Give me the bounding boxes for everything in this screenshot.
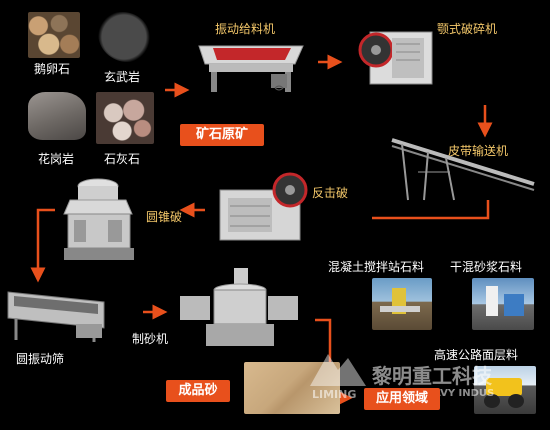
highway-image [474,366,536,414]
label-vibrating-screen: 圆振动筛 [16,352,65,366]
label-jaw-crusher: 颚式破碎机 [437,22,498,36]
label-pebble: 鹅卵石 [34,62,71,76]
label-sand-maker: 制砂机 [132,332,169,346]
cone-crusher-image [63,178,134,260]
label-basalt: 玄武岩 [104,70,141,84]
basalt-image [98,12,150,62]
finished-sand-box: 成品砂 [166,380,230,402]
liming-logo-icon [310,354,366,386]
belt-conveyor-image [391,138,535,201]
label-highway: 高速公路面层料 [434,348,519,362]
application-box: 应用领域 [364,388,440,410]
pebble-image [28,12,80,58]
label-vibrating-feeder: 振动给料机 [215,22,276,36]
label-limestone: 石灰石 [104,152,141,166]
watermark-cn: 黎明重工科技 [372,364,492,388]
jaw-crusher-image [358,31,433,85]
concrete-station-image [372,278,432,330]
watermark-en-left: LIMING [312,388,357,401]
vibrating-screen-image [7,291,105,342]
label-concrete-station: 混凝土搅拌站石料 [328,260,425,274]
finished-sand-image [244,362,340,414]
granite-image [28,92,86,140]
ore-title-box: 矿石原矿 [180,124,264,146]
label-dry-mortar: 干混砂浆石料 [450,260,523,274]
sand-maker-image [180,268,298,346]
impact-crusher-image [219,172,308,241]
label-belt-conveyor: 皮带输送机 [448,144,509,158]
arrow-cone-to-screen [30,208,55,283]
vibrating-feeder-image [198,45,304,92]
limestone-image [96,92,154,144]
label-cone-crusher: 圆锥破 [146,210,183,224]
arrow-conveyor-to-impact [372,200,490,220]
label-impact-crusher: 反击破 [312,186,349,200]
label-granite: 花岗岩 [38,152,75,166]
dry-mortar-image [472,278,534,330]
